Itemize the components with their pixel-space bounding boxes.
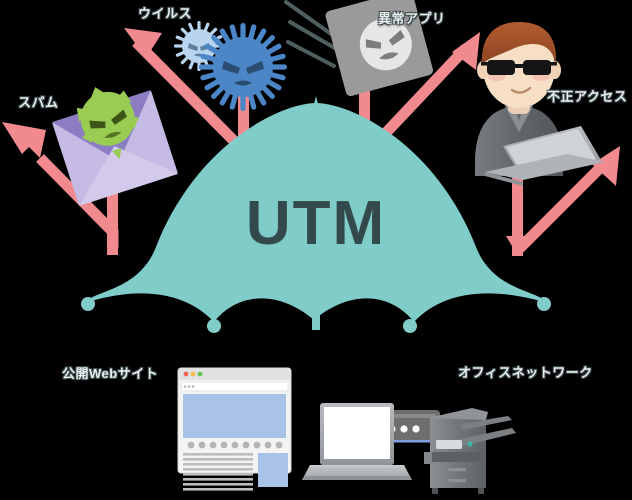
umbrella-tip — [81, 297, 95, 311]
sidebar-image — [258, 453, 288, 487]
laptop-icon — [485, 126, 605, 186]
hero-banner — [183, 394, 286, 438]
text-lines — [183, 453, 253, 491]
router-led — [400, 425, 408, 433]
keyboard-lines — [310, 468, 404, 474]
browser-window-icon — [177, 367, 292, 491]
virus-icon-large — [199, 23, 287, 111]
arrow-spam-incoming — [107, 175, 118, 255]
printer-icon — [424, 408, 516, 494]
umbrella-tip — [537, 297, 551, 311]
traffic-light-close — [183, 371, 189, 377]
nav-dots — [187, 441, 283, 449]
traffic-light-minimize — [190, 371, 196, 377]
umbrella-shape — [81, 96, 551, 333]
arrow-unauthorized-access — [506, 146, 620, 256]
traffic-light-maximize — [197, 371, 203, 377]
hacker-icon — [475, 22, 605, 186]
office-network-icon — [302, 403, 516, 494]
laptop-icon — [302, 403, 412, 480]
spam-envelope-icon — [51, 87, 179, 206]
umbrella-tip — [207, 319, 221, 333]
hacker-hair — [481, 22, 557, 66]
umbrella-tip — [403, 319, 417, 333]
tray-handles — [448, 468, 466, 483]
router-led — [412, 425, 420, 433]
abnormal-app-icon — [284, 0, 433, 96]
sunglasses-icon — [481, 60, 557, 75]
